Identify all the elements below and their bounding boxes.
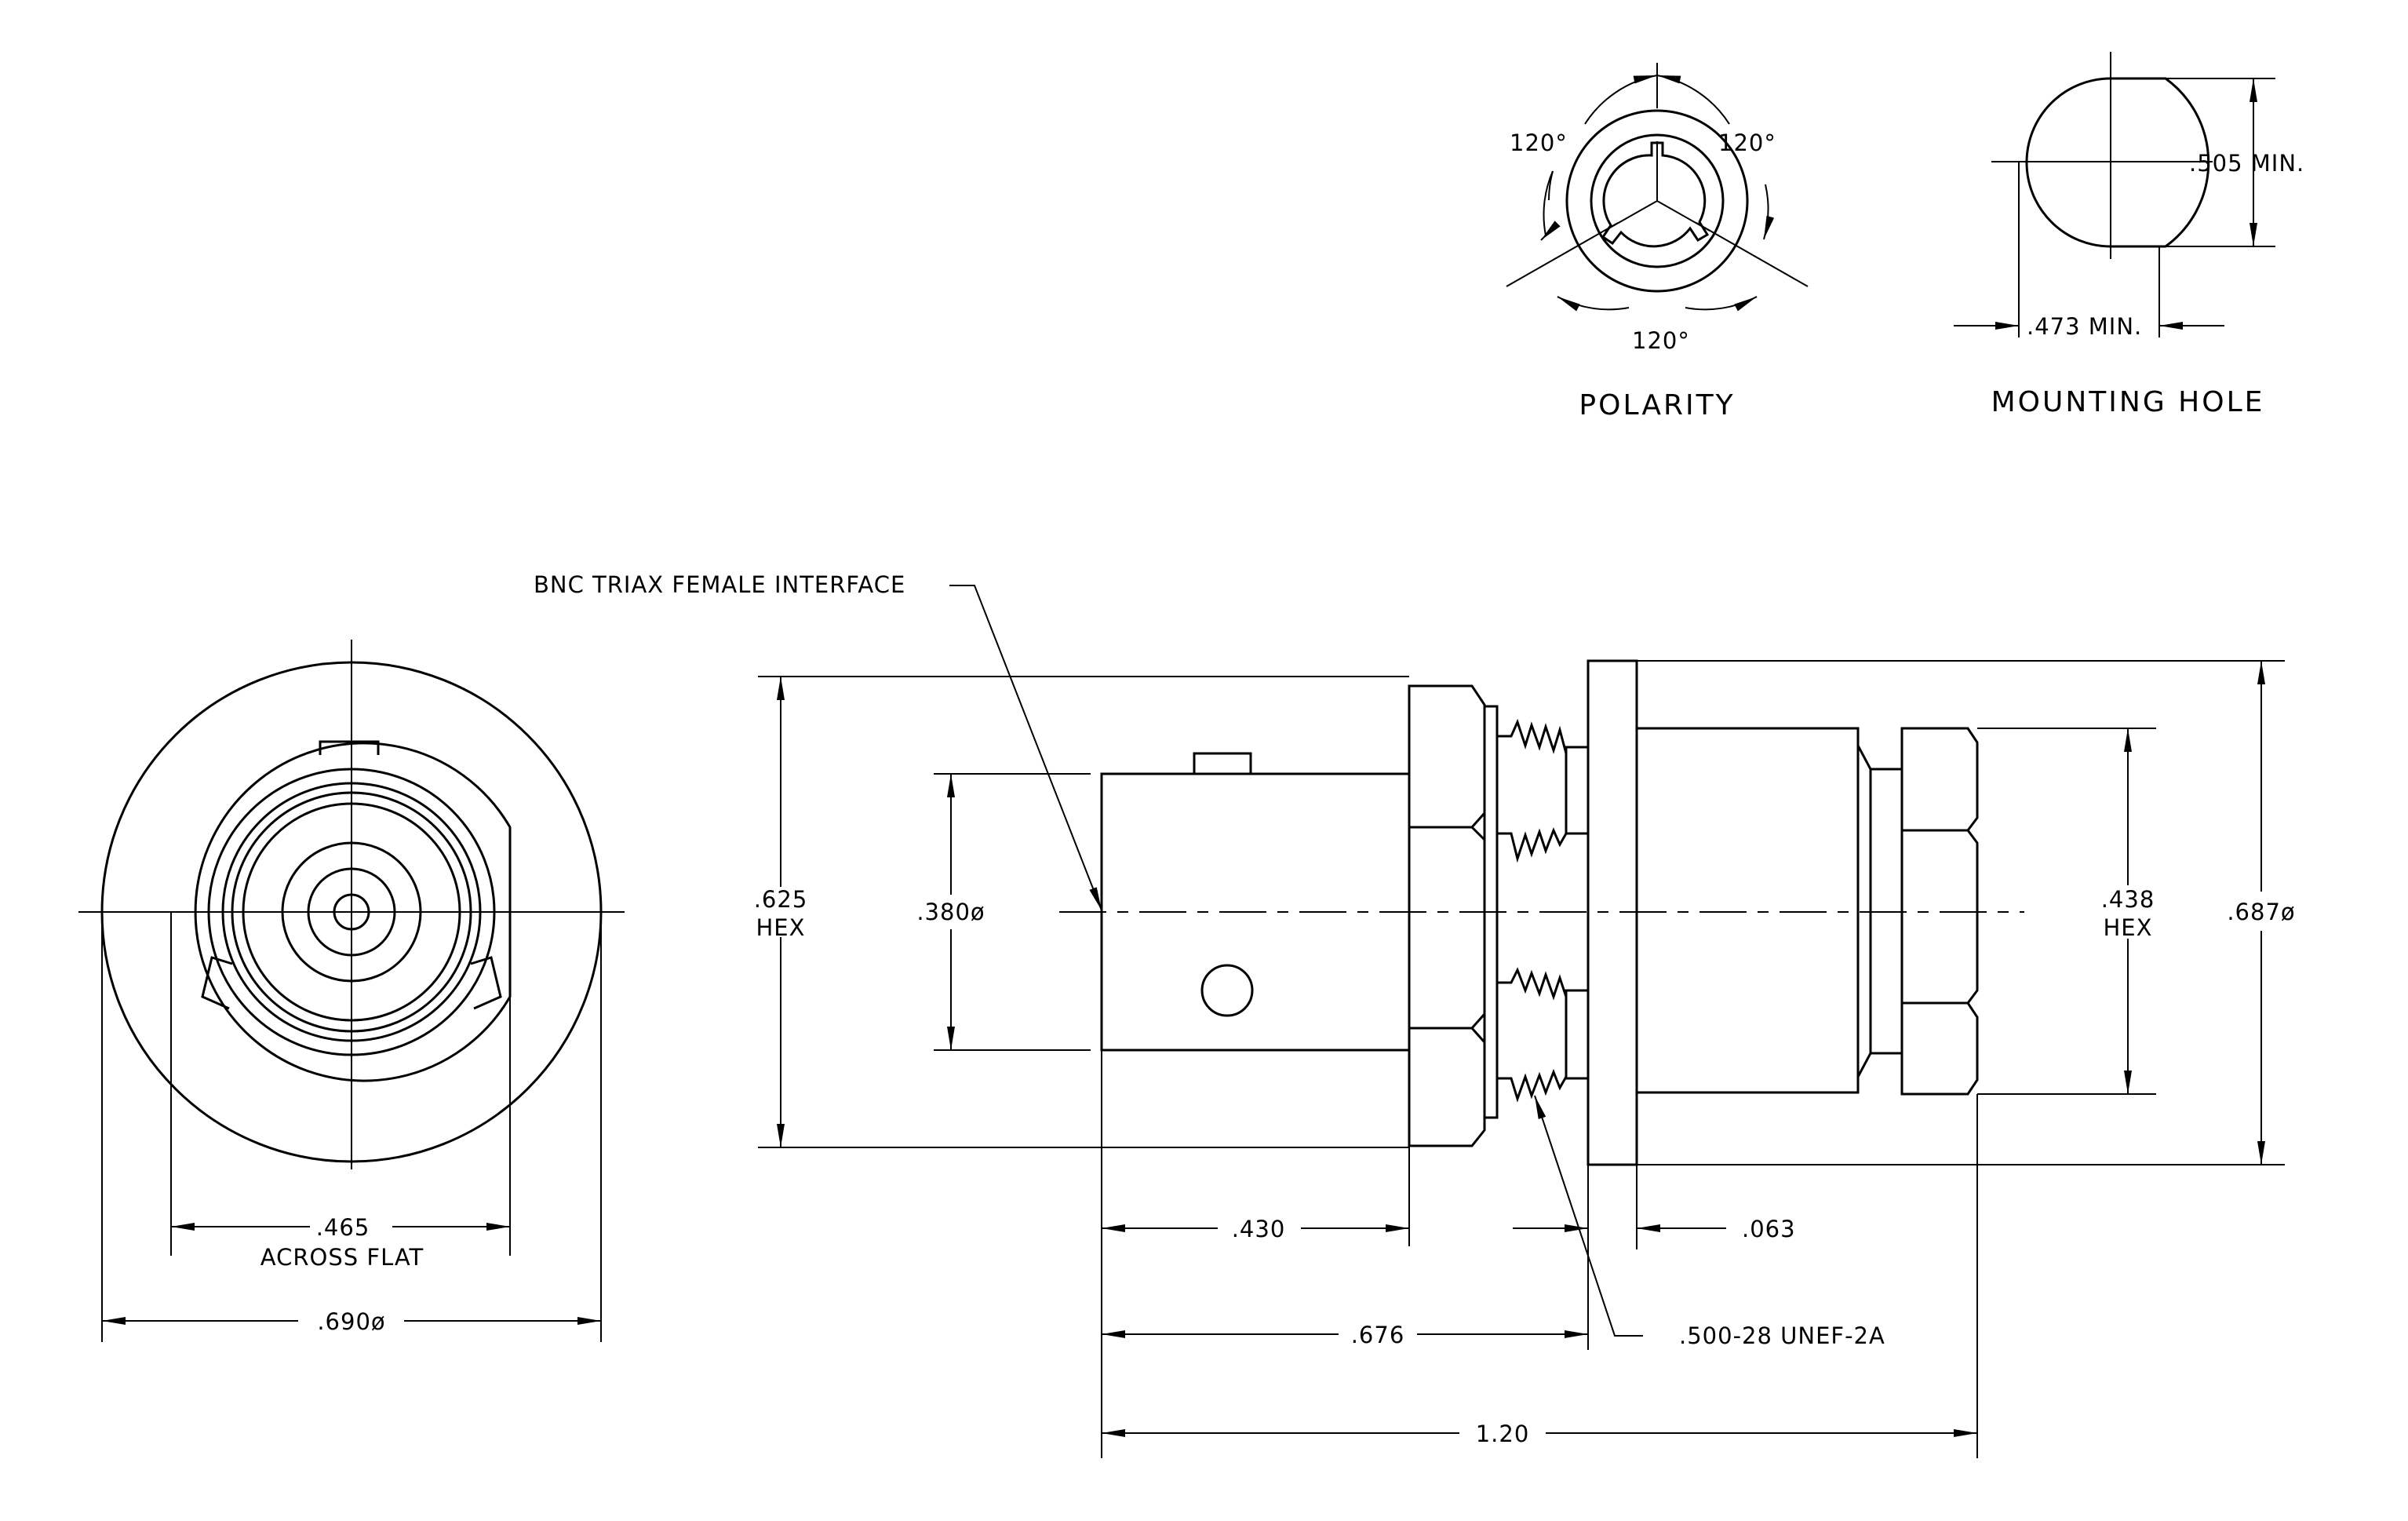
- side-view: .625 HEX .380ø .438 HEX .687ø .430: [534, 571, 2295, 1458]
- polarity-title: POLARITY: [1579, 389, 1735, 421]
- polarity-angle-bottom: 120°: [1632, 327, 1690, 354]
- polarity-view: 120° 120° 120° POLARITY: [1506, 63, 1809, 421]
- polarity-key-profile: [1601, 141, 1710, 248]
- polarity-outer-ring: [1565, 109, 1749, 293]
- side-thread-bottom: [1497, 967, 1568, 1103]
- side-thread-top: [1497, 718, 1568, 863]
- side-length-to-flange-label: .676: [1351, 1322, 1405, 1348]
- side-rear-body: [1635, 727, 1860, 1094]
- polarity-arc-left-down: [1540, 170, 1561, 241]
- side-hex-nut-top-face: [1408, 684, 1486, 829]
- polarity-extension-right: [1696, 222, 1809, 287]
- polarity-arc-left-top: [1584, 75, 1658, 125]
- side-hex-left-value: .625: [754, 886, 808, 913]
- side-hex-nut-mid-face: [1408, 826, 1486, 1030]
- front-view: .465 ACROSS FLAT .690ø: [78, 640, 625, 1342]
- polarity-extension-left: [1506, 222, 1619, 287]
- side-hex-nut-bottom-face: [1408, 1027, 1486, 1147]
- side-flange-thickness-label: .063: [1742, 1216, 1796, 1242]
- polarity-arc-bottom-right: [1685, 296, 1758, 312]
- side-rear-hex-top-face: [1900, 727, 1979, 832]
- polarity-arc-right-down: [1763, 184, 1775, 240]
- mounting-hole-width-label: .473 MIN.: [2027, 313, 2142, 340]
- polarity-angle-top-left: 120°: [1510, 129, 1568, 156]
- side-overall-length-label: 1.20: [1476, 1421, 1530, 1447]
- polarity-arc-right-top: [1656, 75, 1730, 125]
- callout-thread-leader: [1534, 1095, 1643, 1337]
- front-left-lug: [201, 956, 233, 1010]
- side-hex-right-label: HEX: [2104, 914, 2153, 941]
- side-length-body-label: .430: [1232, 1216, 1286, 1242]
- mounting-hole-outline: [2025, 77, 2210, 248]
- front-right-lug: [470, 956, 502, 1010]
- side-flange-diameter-label: .687ø: [2227, 899, 2295, 925]
- polarity-arc-bottom-left: [1557, 296, 1630, 312]
- side-rear-hex-mid-face: [1900, 829, 1979, 1005]
- side-thread-relief-top: [1565, 746, 1590, 835]
- front-across-flat-label: ACROSS FLAT: [260, 1244, 424, 1271]
- mounting-hole-title: MOUNTING HOLE: [1991, 386, 2265, 418]
- front-top-key: [319, 740, 380, 755]
- callout-interface-leader: [949, 585, 1102, 911]
- side-bayonet-stud: [1200, 964, 1254, 1017]
- mounting-hole-height-label: .505 MIN.: [2189, 150, 2304, 177]
- side-rear-hex-bottom-face: [1900, 1001, 1979, 1096]
- front-across-flat-value: .465: [316, 1214, 370, 1241]
- side-top-key: [1193, 752, 1252, 775]
- side-hex-right-value: .438: [2101, 886, 2155, 913]
- front-diameter-label: .690ø: [317, 1308, 385, 1335]
- side-thread-relief-bottom: [1565, 989, 1590, 1080]
- callout-thread-label: .500-28 UNEF-2A: [1679, 1322, 1885, 1349]
- polarity-angle-top-right: 120°: [1718, 129, 1776, 156]
- side-hex-left-label: HEX: [756, 914, 806, 941]
- side-body-diameter-label: .380ø: [916, 899, 985, 925]
- mounting-hole-view: .505 MIN. .473 MIN. MOUNTING HOLE: [1954, 52, 2304, 418]
- callout-interface-label: BNC TRIAX FEMALE INTERFACE: [534, 571, 905, 598]
- polarity-inner-ring: [1590, 133, 1725, 268]
- front-hex-flat-outline: [194, 742, 512, 1082]
